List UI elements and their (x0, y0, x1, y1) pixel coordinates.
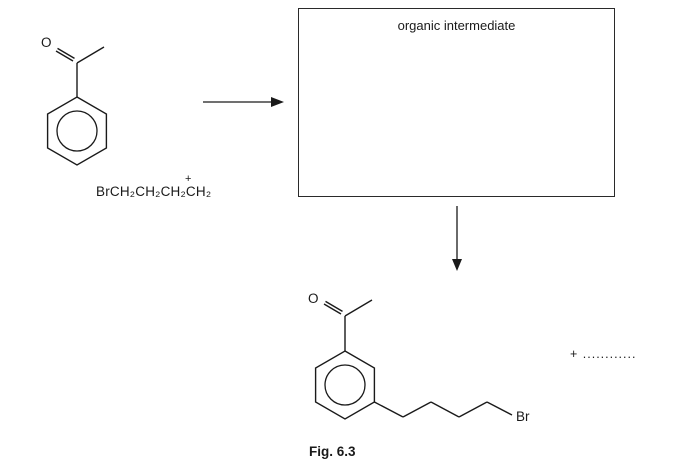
aromatic-circle (56, 110, 98, 152)
cation-formula-text: BrCH₂CH₂CH₂CH₂ (96, 184, 212, 199)
benzene-ring (46, 96, 108, 166)
benzene-ring (314, 350, 376, 420)
chain-bond-1 (374, 401, 404, 418)
chain-bond-4 (458, 401, 488, 418)
bromobutyl-cation-formula: + BrCH₂CH₂CH₂CH₂ (96, 173, 212, 199)
carbonyl-double-bond-1 (55, 50, 74, 62)
product-structure: O Br (308, 291, 530, 424)
carbonyl-double-bond-2 (325, 300, 343, 313)
arrow-head-icon (271, 97, 284, 107)
product-bromine-label: Br (516, 409, 530, 424)
arrow-head-icon (452, 259, 462, 271)
carbonyl-double-bond-1 (323, 303, 342, 315)
reactant-acetophenone-structure: O (41, 35, 108, 166)
reaction-arrow-right (203, 97, 284, 107)
positive-charge-label: + (185, 173, 192, 185)
reactant-oxygen-label: O (41, 35, 52, 50)
organic-intermediate-label: organic intermediate (397, 18, 516, 33)
chain-bond-3 (430, 401, 460, 418)
reaction-arrow-down (452, 206, 462, 271)
aromatic-circle (324, 364, 366, 406)
chain-to-bromine-bond (486, 401, 513, 416)
carbonyl-double-bond-2 (57, 47, 75, 60)
byproduct-placeholder: + ............ (570, 347, 637, 361)
chain-bond-2 (402, 401, 432, 418)
methyl-bond (76, 46, 105, 64)
methyl-bond (344, 299, 373, 317)
figure-caption: Fig. 6.3 (309, 444, 356, 459)
product-oxygen-label: O (308, 291, 319, 306)
organic-intermediate-box: organic intermediate (298, 8, 615, 197)
